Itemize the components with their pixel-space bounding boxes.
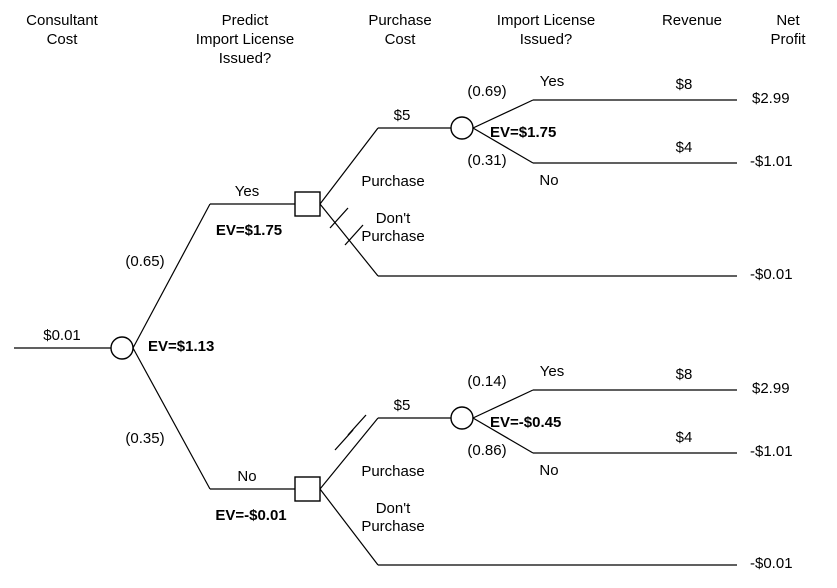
bottom-purchase-label: Purchase (361, 463, 425, 480)
outcome-label-bottom-yes: Yes (539, 363, 565, 380)
edge-bottom-dont-purchase (319, 488, 379, 566)
root-chance-node[interactable] (110, 336, 134, 360)
column-header-purchase-cost: Purchase Cost (368, 12, 432, 48)
revenue-top-yes: $8 (675, 76, 693, 93)
ev-top-purchase: EV=$1.75 (490, 124, 557, 141)
column-header-import-license-issued: Import License Issued? (496, 12, 596, 48)
net-profit-top-yes: $2.99 (752, 90, 790, 107)
probability-top-yes: (0.69) (467, 83, 507, 100)
edge-top-purchase (319, 127, 379, 205)
net-profit-bottom-yes: $2.99 (752, 380, 790, 397)
column-header-revenue: Revenue (661, 12, 723, 29)
ev-predict-yes: EV=$1.75 (215, 222, 283, 239)
probability-top-no: (0.31) (467, 152, 507, 169)
decision-node-predict-yes[interactable] (294, 191, 321, 217)
top-dont-purchase-label: Don't Purchase (361, 210, 425, 245)
top-purchase-cost-label: $5 (393, 107, 411, 124)
ev-bottom-purchase: EV=-$0.45 (490, 414, 562, 431)
column-header-net-profit: Net Profit (770, 12, 806, 48)
root-cost-label: $0.01 (43, 327, 81, 344)
edge-top-no (472, 127, 534, 164)
bottom-purchase-cost-label: $5 (393, 397, 411, 414)
chance-node-bottom-license[interactable] (450, 406, 474, 430)
column-header-consultant-cost: Consultant Cost (26, 12, 98, 48)
root-ev-label: EV=$1.13 (148, 338, 215, 355)
decision-node-predict-no[interactable] (294, 476, 321, 502)
revenue-top-no: $4 (675, 139, 693, 156)
probability-bottom-no: (0.86) (467, 442, 507, 459)
ev-predict-no: EV=-$0.01 (215, 507, 287, 524)
edge-predict-no (132, 347, 211, 490)
prune-mark-bottom-b (347, 414, 367, 436)
outcome-label-bottom-no: No (539, 462, 559, 479)
net-profit-top-dont-purchase: -$0.01 (750, 266, 793, 283)
probability-predict-yes: (0.65) (125, 253, 165, 270)
column-header-predict-import-license: Predict Import License Issued? (195, 12, 295, 67)
net-profit-bottom-no: -$1.01 (750, 443, 793, 460)
revenue-bottom-yes: $8 (675, 366, 693, 383)
revenue-bottom-no: $4 (675, 429, 693, 446)
outcome-label-top-yes: Yes (539, 73, 565, 90)
net-profit-bottom-dont-purchase: -$0.01 (750, 555, 793, 572)
edge-bottom-purchase (319, 417, 379, 490)
probability-predict-no: (0.35) (125, 430, 165, 447)
top-purchase-label: Purchase (361, 173, 425, 190)
probability-bottom-yes: (0.14) (467, 373, 507, 390)
prune-mark-top-a (329, 207, 349, 229)
bottom-dont-purchase-label: Don't Purchase (361, 500, 425, 535)
outcome-label-top-no: No (539, 172, 559, 189)
edge-predict-yes (132, 203, 211, 349)
edge-top-yes (472, 99, 534, 129)
edge-bottom-no (472, 417, 534, 454)
branch-label-predict-yes: Yes (234, 183, 260, 200)
branch-label-predict-no: No (237, 468, 257, 485)
chance-node-top-license[interactable] (450, 116, 474, 140)
net-profit-top-no: -$1.01 (750, 153, 793, 170)
edge-bottom-yes (472, 389, 534, 419)
prune-mark-top-b (344, 224, 364, 246)
